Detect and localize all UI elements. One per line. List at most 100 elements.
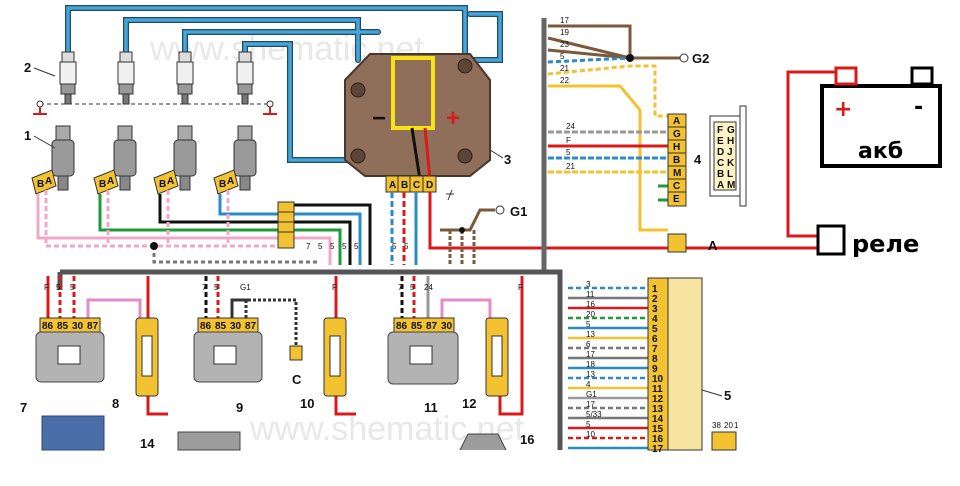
ecu-wire-number: 16 — [586, 300, 595, 309]
module-connector — [385, 175, 437, 193]
center-wire-5a: 5 — [318, 242, 323, 251]
diag-wires — [548, 130, 668, 202]
label-relay-11: 11 — [424, 400, 438, 415]
ecu-pin-11: 11 — [652, 384, 663, 395]
injector-2 — [93, 125, 137, 195]
ecu-wire-number: 13 — [586, 330, 595, 339]
connector-c — [289, 345, 303, 361]
inj2-pin-a: A — [107, 176, 114, 187]
grid-d: D — [717, 147, 724, 158]
svg-text:5: 5 — [70, 283, 75, 292]
module-pin-b: B — [401, 180, 408, 191]
grid-c: C — [717, 158, 724, 169]
module-pin-d: D — [426, 180, 433, 191]
injectors — [31, 125, 257, 195]
svg-text:24: 24 — [424, 283, 433, 292]
ecu-wire-number: G1 — [586, 390, 597, 399]
spark-plugs — [33, 51, 277, 115]
relay-9 — [193, 317, 263, 383]
ignition-module — [344, 53, 491, 193]
top-wire-17: 17 — [560, 16, 569, 25]
spark-plug-3 — [176, 51, 194, 105]
ecu-pin-3: 3 — [652, 304, 658, 315]
connector-a — [667, 233, 687, 253]
ecu-wire-number: 13 — [586, 370, 595, 379]
label-conn-a: A — [708, 238, 718, 253]
ecu-wire-number: 5 — [586, 320, 591, 329]
injector-3 — [153, 125, 197, 195]
svg-text:7: 7 — [398, 283, 403, 292]
diag-wire-f: F — [566, 136, 571, 145]
svg-text:85: 85 — [57, 321, 69, 332]
ecu-wire-number: 17 — [586, 350, 595, 359]
svg-text:F: F — [518, 283, 523, 292]
bottom-parts — [41, 415, 737, 451]
grid-l: L — [727, 169, 733, 180]
fuse-8 — [135, 317, 159, 397]
top-wire-23: 23 — [560, 40, 569, 49]
svg-text:7: 7 — [202, 283, 207, 292]
module-wires — [390, 192, 820, 265]
diag-plug-face — [709, 105, 747, 207]
ecu-pin-5: 5 — [652, 324, 658, 335]
svg-text:5: 5 — [214, 283, 219, 292]
grid-g: G — [727, 125, 735, 136]
battery — [820, 66, 942, 168]
ecu-pin-14: 14 — [652, 414, 664, 425]
svg-text:86: 86 — [396, 321, 408, 332]
grid-m: M — [727, 180, 735, 191]
diag-pin-a: A — [673, 116, 680, 127]
diag-pin-m: M — [673, 168, 681, 179]
diag-pin-c: C — [673, 181, 680, 192]
svg-text:5: 5 — [56, 283, 61, 292]
ht-wires — [65, 5, 503, 163]
added-relay — [816, 224, 846, 256]
center-wire-5b: 5 — [330, 242, 335, 251]
ecu-wire-number: 17 — [586, 400, 595, 409]
fuse-10 — [323, 317, 347, 397]
svg-text:85: 85 — [411, 321, 423, 332]
relay-7 — [35, 317, 105, 383]
added-relay-label: реле — [852, 230, 919, 258]
relay-11 — [387, 317, 459, 385]
added-wiring — [786, 70, 840, 238]
inj4-pin-a: A — [227, 176, 234, 187]
diag-wire-5: 5 — [566, 148, 571, 157]
ecu-pin-16: 16 — [652, 434, 664, 445]
relay11-wires — [400, 276, 492, 318]
ecu-pin-17: 17 — [652, 444, 664, 455]
diag-pin-h: H — [673, 142, 680, 153]
label-fuse-12: 12 — [462, 396, 476, 411]
label-spark-plugs: 2 — [24, 60, 31, 75]
diag-wire-21: 21 — [566, 162, 575, 171]
ecu-pin-6: 6 — [652, 334, 658, 345]
center-wire-5d: 5 — [354, 242, 359, 251]
svg-text:86: 86 — [42, 321, 54, 332]
grid-h: H — [727, 136, 734, 147]
inj2-pin-b: B — [99, 179, 106, 190]
grid-k: K — [727, 158, 735, 169]
center-wire-5c: 5 — [342, 242, 347, 251]
injector-harness — [36, 190, 372, 265]
ecu-pins: 1234567891011121314151617311162051361718… — [586, 280, 664, 455]
ecu-pin-9: 9 — [652, 364, 658, 375]
center-wire-5e: 5 — [392, 242, 397, 251]
harness-connector — [277, 201, 295, 249]
ecu-pin-13: 13 — [652, 404, 664, 415]
ecu-pin-4: 4 — [652, 314, 658, 325]
svg-text:87: 87 — [426, 321, 438, 332]
label-ignition-module: 3 — [504, 152, 511, 167]
ecu-pin-15: 15 — [652, 424, 664, 435]
ecu-wire-number: 5/33 — [586, 410, 602, 419]
ecu — [647, 277, 703, 451]
diag-pin-b: B — [673, 155, 680, 166]
spark-plug-1 — [59, 51, 77, 105]
label-fuse-8: 8 — [112, 396, 119, 411]
grid-e: E — [717, 136, 724, 147]
inj3-pin-b: B — [159, 179, 166, 190]
label-part-16: 16 — [520, 432, 534, 447]
svg-text:87: 87 — [245, 321, 257, 332]
svg-text:20: 20 — [724, 421, 733, 430]
fuse-12 — [485, 317, 509, 397]
diag-pin-g: G — [673, 129, 681, 140]
